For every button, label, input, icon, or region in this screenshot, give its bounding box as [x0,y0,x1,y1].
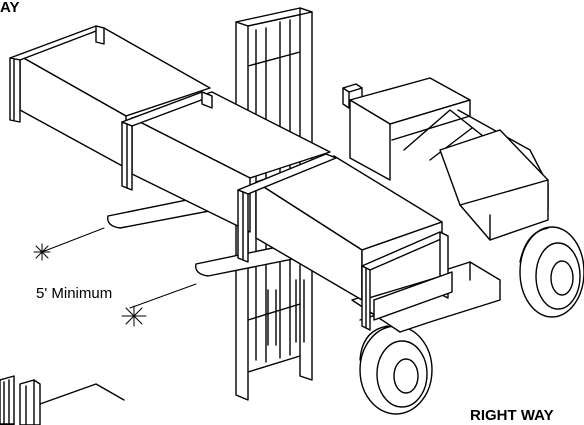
forklift-cab [349,77,549,241]
load-strap-1 [9,25,105,123]
forklift [107,7,584,415]
minimum-spacing-label: 5' Minimum [36,285,112,302]
long-load [9,25,453,331]
load-strap-2 [121,91,213,191]
dimension-marker [33,227,197,327]
wrong-way-fragment [0,375,125,425]
fork-pocket [373,271,453,321]
rear-wheel [519,226,584,318]
right-way-caption: RIGHT WAY [470,407,554,424]
load-strap-3 [237,153,337,263]
front-wheel [359,325,433,415]
wrong-way-label-fragment: AY [0,0,19,16]
